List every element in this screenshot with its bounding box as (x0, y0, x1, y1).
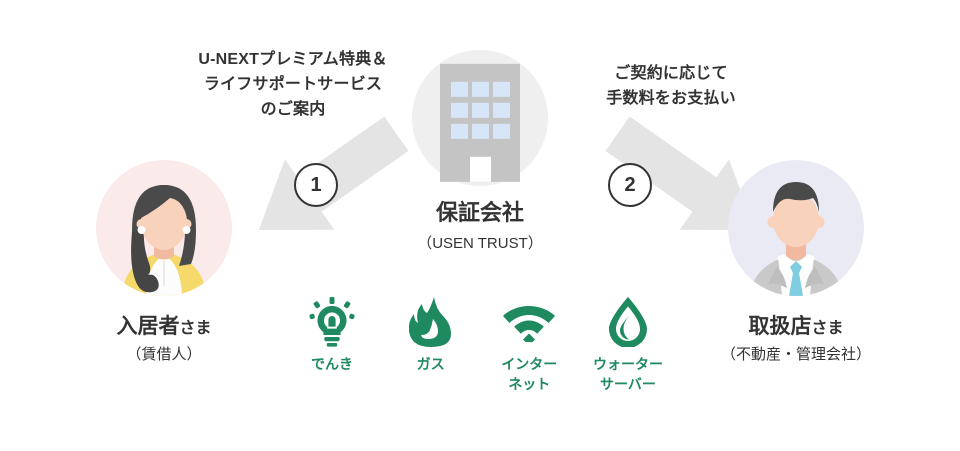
service-item-internet: インター ネット (485, 296, 573, 395)
step-badge-2: 2 (608, 163, 652, 207)
service-item-water-server: ウォーター サーバー (584, 296, 672, 395)
service-item-electricity: でんき (288, 296, 376, 395)
service-icon-row: でんき ガス インター ネット (288, 296, 672, 395)
lightbulb-icon (288, 296, 376, 348)
arrow-down-right-icon (605, 116, 756, 231)
node-agency-title-main: 取扱店 (748, 315, 812, 338)
service-label-gas: ガス (416, 356, 445, 372)
node-guarantee-company-title: 保証会社 (380, 200, 580, 226)
businessman-avatar-icon (728, 160, 864, 296)
node-guarantee-company-title-main: 保証会社 (435, 200, 524, 225)
node-agency-subtitle: （不動産・管理会社） (720, 346, 871, 364)
node-agency: 取扱店さま （不動産・管理会社） (690, 160, 902, 364)
node-tenant: 入居者さま （賃借人） (64, 160, 264, 364)
node-agency-title: 取扱店さま (690, 314, 902, 339)
step-badge-1: 1 (294, 163, 338, 207)
service-item-gas: ガス (387, 296, 475, 395)
callout-text-right: ご契約に応じて 手数料をお支払い (606, 65, 736, 107)
node-tenant-title-main: 入居者 (116, 315, 180, 338)
node-tenant-title: 入居者さま (64, 314, 264, 339)
wifi-icon (485, 296, 573, 348)
node-guarantee-company: 保証会社 （USEN TRUST） (380, 50, 580, 253)
flame-icon (387, 296, 475, 348)
node-tenant-subtitle: （賃借人） (126, 346, 202, 364)
service-label-electricity: でんき (311, 356, 353, 372)
node-guarantee-company-subtitle: （USEN TRUST） (417, 235, 543, 253)
callout-text-left: U-NEXTプレミアム特典＆ ライフサポートサービス のご案内 (198, 51, 388, 118)
water-drop-icon (584, 296, 672, 348)
office-building-icon (412, 50, 548, 186)
node-tenant-title-suffix: さま (179, 320, 212, 337)
service-label-internet: インター ネット (501, 356, 558, 393)
service-label-water-server: ウォーター サーバー (592, 356, 663, 393)
woman-avatar-icon (96, 160, 232, 296)
node-agency-title-suffix: さま (811, 320, 844, 337)
